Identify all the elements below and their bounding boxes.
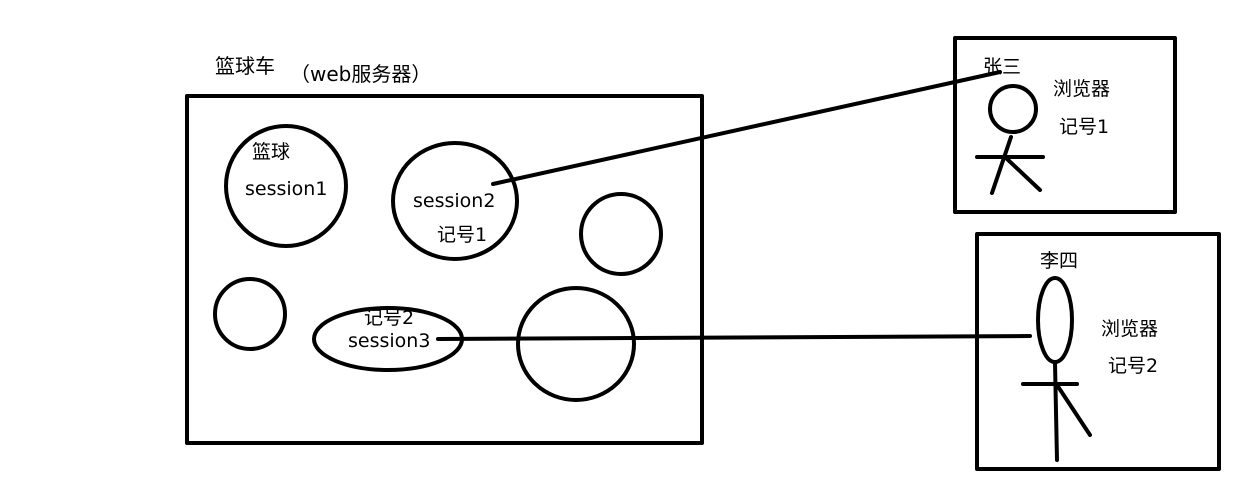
client1-user-label: 张三 bbox=[983, 56, 1022, 78]
client2-browser-label: 浏览器 bbox=[1101, 318, 1159, 340]
client1-person-head bbox=[988, 84, 1038, 134]
server-role-label: （web服务器） bbox=[290, 62, 432, 86]
session1-circle bbox=[224, 124, 348, 248]
empty-session-circle-small-left bbox=[213, 277, 287, 351]
session2-name-label: session2 bbox=[413, 190, 496, 212]
session2-tag-label: 记号1 bbox=[437, 224, 488, 246]
client2-person-leg bbox=[1055, 383, 1092, 437]
client1-person-body-right bbox=[1003, 155, 1042, 192]
client2-person-head bbox=[1036, 276, 1074, 364]
client1-person-body-left bbox=[990, 135, 1013, 195]
web-server-box bbox=[185, 94, 704, 445]
session1-item-label: 篮球 bbox=[252, 141, 291, 163]
client1-tag-label: 记号1 bbox=[1059, 116, 1110, 138]
link-session2-to-client1 bbox=[491, 70, 1002, 186]
session3-tag-label: 记号2 bbox=[364, 307, 415, 329]
session1-name-label: session1 bbox=[245, 178, 328, 200]
client1-browser-box bbox=[953, 36, 1177, 214]
client1-browser-label: 浏览器 bbox=[1053, 78, 1111, 100]
client2-tag-label: 记号2 bbox=[1108, 355, 1159, 377]
session2-circle bbox=[391, 141, 519, 261]
session3-name-label: session3 bbox=[348, 330, 431, 352]
client2-browser-box bbox=[975, 232, 1221, 471]
client2-person-body bbox=[1053, 361, 1059, 462]
server-name-label: 篮球车 bbox=[215, 54, 275, 78]
link-session3-to-client2 bbox=[436, 334, 1032, 341]
empty-session-circle-large bbox=[516, 286, 636, 402]
client2-user-label: 李四 bbox=[1040, 250, 1079, 272]
empty-session-circle-top-right bbox=[579, 192, 663, 276]
